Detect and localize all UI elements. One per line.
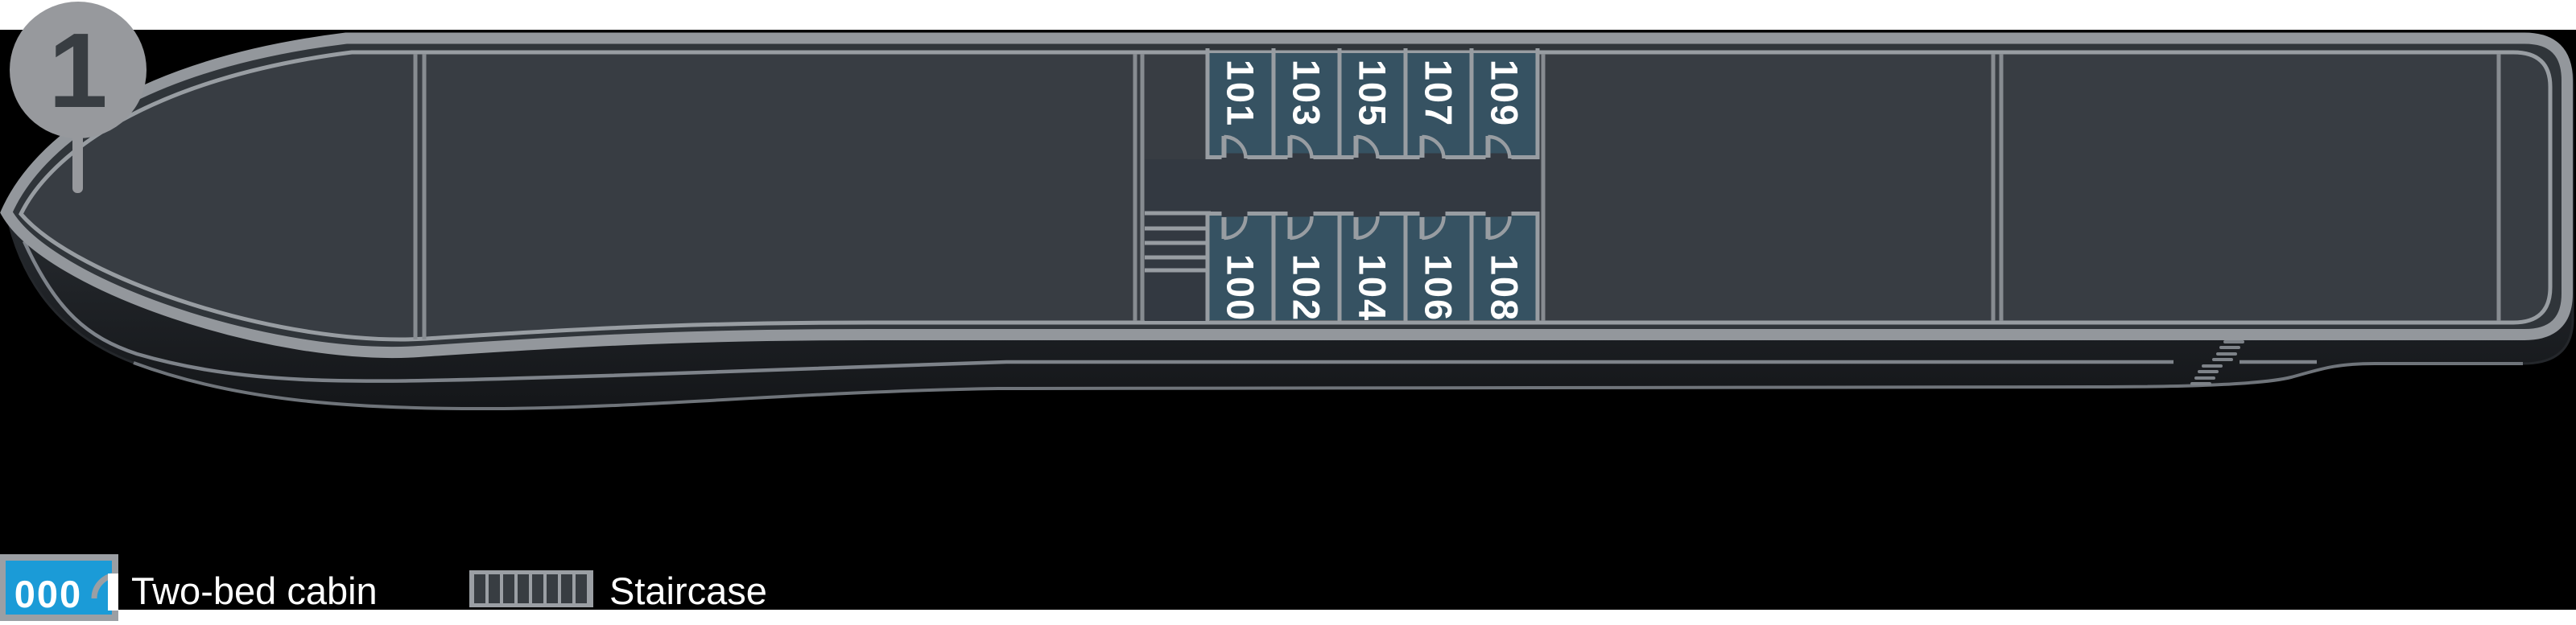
cabin-number[interactable]: 102 [1286,254,1328,322]
cabin-divider [1403,212,1408,321]
cabin-door-gap [1419,210,1446,217]
cabin-door-gap [1485,153,1512,160]
cabin-block: 101 103 105 107 109 100 102 104 106 108 [1205,48,1540,322]
bulkhead-walls [413,54,2501,339]
cabin-number[interactable]: 103 [1286,60,1328,127]
cabin-door-leaf [1287,136,1293,158]
cabin-door-arc [1422,134,1446,159]
cabin-door-leaf [1221,136,1227,158]
bottom-white-band [0,610,2576,625]
staircase-treads [1145,211,1211,273]
cabin-door-leaf [1485,136,1491,158]
legend-cabin-label: Two-bed cabin [131,569,378,612]
cabin-number[interactable]: 106 [1418,254,1460,322]
cabin-door-leaf [1419,136,1425,158]
pin-circle [10,2,147,138]
cabin-divider [1205,212,1210,321]
cabin-divider [1337,48,1342,159]
cabin-door-gap [1287,153,1314,160]
cabin-number[interactable]: 108 [1484,254,1526,322]
cabin-door-arc [1290,134,1314,159]
cabin-door-leaf [1419,217,1425,239]
legend: 000 Two-bed cabin Staircase [0,554,767,621]
pin-stem [72,129,83,193]
cabin-door-arc [1488,134,1512,159]
cabin-divider [1403,48,1408,159]
cabin-door-gap [1221,210,1248,217]
cabin-number[interactable]: 101 [1220,60,1262,127]
cabin-door-gap [1419,153,1446,160]
cabin-row-top [1208,53,1538,155]
cabin-door-arc [1356,134,1380,159]
stern-ladder-marks [2190,340,2244,385]
cabin-door-gap [1353,210,1380,217]
cabin-divider [1469,48,1474,159]
cabin-divider [1535,212,1540,321]
cabin-door-gap [1221,153,1248,160]
cabin-door-leaf [1353,217,1359,239]
cabin-door-gap [1353,153,1380,160]
legend-cabin-code: 000 [14,573,82,615]
cabin-door-arc [1224,134,1248,159]
legend-staircase: Staircase [469,569,767,612]
cabin-divider [1469,212,1474,321]
cabin-door-leaf [1353,136,1359,158]
corridor [1145,159,1540,321]
staircase-icon [469,570,593,607]
cabin-door-arc [1488,216,1512,241]
cabin-door-arc [1290,216,1314,241]
cabin-divider [1271,48,1276,159]
hull-stripe-left [22,241,2174,383]
legend-two-bed-cabin: 000 Two-bed cabin [0,554,378,621]
cabin-number[interactable]: 100 [1220,254,1262,322]
legend-cabin-door-leaf [108,574,118,611]
cabin-divider [1205,48,1210,159]
staircase-icon-bars [474,574,587,603]
cabin-number[interactable]: 104 [1352,254,1394,322]
cabin-number[interactable]: 109 [1484,60,1526,127]
cabin-number[interactable]: 105 [1352,60,1394,127]
cabin-door-arc [1224,216,1248,241]
cabin-door-gap [1485,210,1512,217]
cabin-number[interactable]: 107 [1418,60,1460,127]
deck-number: 1 [48,11,107,130]
cabin-divider [1337,212,1342,321]
cabin-door-arc [1422,216,1446,241]
cabin-door-leaf [1221,217,1227,239]
hull-bottom-edge [133,361,2523,411]
cabin-door-arc [1356,216,1380,241]
cabin-door-gap [1287,210,1314,217]
cabin-door-leaf [1287,217,1293,239]
cabin-divider [1271,212,1276,321]
cabin-door-leaf [1485,217,1491,239]
legend-staircase-label: Staircase [609,569,767,612]
deck-number-pin: 1 [10,2,147,193]
cabin-divider [1535,48,1540,159]
top-white-band [0,0,2576,30]
